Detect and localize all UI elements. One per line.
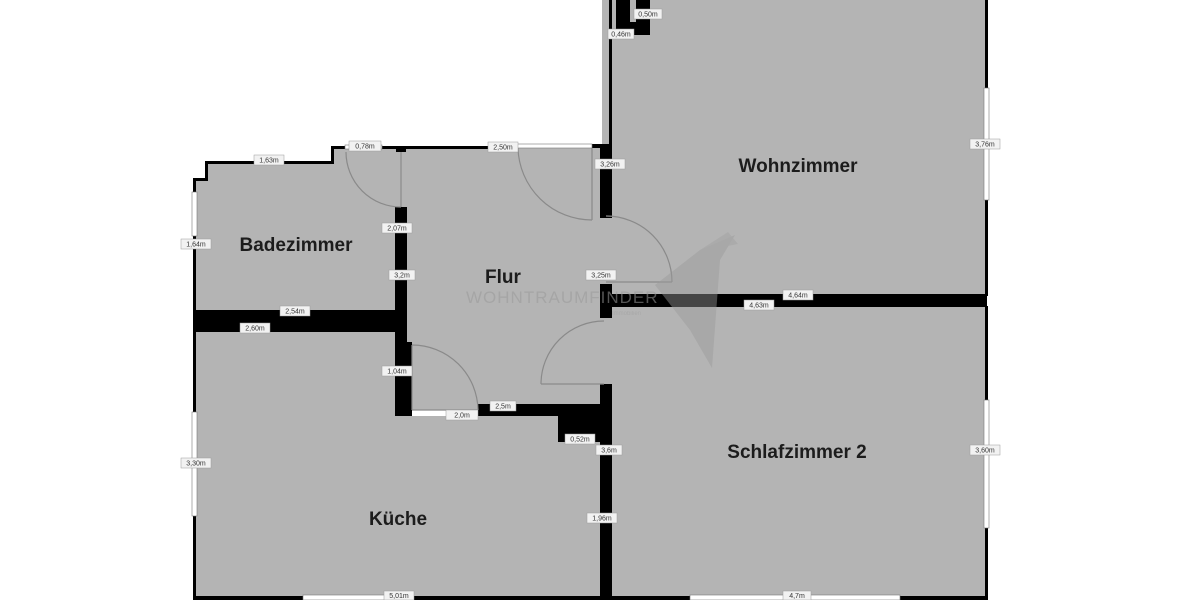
dim-label: 0,46m: [607, 28, 635, 40]
watermark-subtext: Immobilien: [612, 311, 641, 317]
dim-label: 4,63m: [743, 299, 775, 311]
svg-text:2,50m: 2,50m: [493, 145, 513, 152]
svg-text:2,0m: 2,0m: [454, 413, 470, 420]
wall-central-1: [600, 148, 612, 218]
wall-flur-top-3: [396, 146, 406, 152]
dim-label: 5,01m: [383, 590, 415, 600]
dimension-labels: 0,50m 0,46m 1,63m 0,78m 2,50m 3,26m 3,76…: [180, 8, 1001, 600]
wall-bad-top-5: [331, 146, 345, 149]
wall-central-3: [600, 384, 612, 600]
wall-flur-top-2: [590, 144, 612, 148]
dim-label: 4,7m: [782, 590, 812, 600]
svg-text:3,26m: 3,26m: [600, 162, 620, 169]
svg-text:0,52m: 0,52m: [570, 437, 590, 444]
dim-label: 2,5m: [489, 400, 517, 412]
wohnzimmer-floor: [602, 0, 986, 296]
dim-label: 3,76m: [969, 138, 1001, 150]
room-label-flur: Flur: [485, 267, 521, 288]
svg-text:2,54m: 2,54m: [285, 309, 305, 316]
dim-label: 2,07m: [381, 222, 413, 234]
window-bad-left: [191, 191, 198, 237]
door-flur-top-swing: [517, 147, 593, 221]
svg-text:2,60m: 2,60m: [245, 326, 265, 333]
flur-floor: [400, 148, 602, 410]
door-sz-swing: [540, 320, 605, 385]
wall-bad-top-4: [331, 146, 334, 164]
door-kueche-swing: [411, 344, 479, 411]
svg-text:0,78m: 0,78m: [355, 144, 375, 151]
wall-flur-kueche-v: [395, 342, 412, 416]
svg-text:4,63m: 4,63m: [749, 303, 769, 310]
dim-label: 3,2m: [388, 269, 416, 281]
dim-label: 2,54m: [279, 305, 311, 317]
dim-label: 0,52m: [564, 433, 596, 445]
svg-text:4,64m: 4,64m: [788, 293, 808, 300]
svg-text:2,07m: 2,07m: [387, 226, 407, 233]
wall-wz-notch-a: [616, 0, 630, 22]
badezimmer-floor: [195, 148, 400, 310]
dim-label: 4,64m: [782, 289, 814, 301]
kueche-floor: [195, 330, 600, 598]
wall-bad-top-2: [205, 161, 208, 181]
watermark: WOHNTRAUMFINDER Immobilien: [466, 232, 738, 368]
svg-text:1,04m: 1,04m: [387, 369, 407, 376]
svg-text:3,2m: 3,2m: [394, 273, 410, 280]
wall-bad-top-1: [193, 178, 207, 181]
svg-text:5,01m: 5,01m: [389, 593, 409, 600]
floor-areas: [195, 0, 986, 598]
doors: [345, 147, 673, 411]
wall-flur-top: [380, 146, 516, 149]
dim-label: 1,64m: [180, 238, 212, 250]
room-labels: Wohnzimmer Badezimmer Flur Küche Schlafz…: [240, 156, 867, 530]
svg-text:3,30m: 3,30m: [186, 461, 206, 468]
window-sz-right: [983, 399, 990, 529]
svg-text:3,6m: 3,6m: [601, 448, 617, 455]
dim-label: 1,04m: [381, 365, 413, 377]
room-label-schlafzimmer: Schlafzimmer 2: [727, 442, 866, 463]
flur-opening-2: [600, 318, 614, 384]
room-label-badezimmer: Badezimmer: [240, 235, 354, 256]
door-bad-swing: [345, 151, 402, 208]
svg-text:3,76m: 3,76m: [975, 142, 995, 149]
svg-text:3,60m: 3,60m: [975, 448, 995, 455]
wall-bottom: [193, 596, 988, 600]
dim-label: 3,6m: [595, 444, 623, 456]
room-label-wohnzimmer: Wohnzimmer: [739, 156, 859, 177]
dim-label: 1,96m: [586, 512, 618, 524]
dim-label: 0,50m: [633, 8, 663, 20]
svg-text:0,46m: 0,46m: [611, 32, 631, 39]
svg-text:2,5m: 2,5m: [495, 404, 511, 411]
svg-text:1,63m: 1,63m: [259, 158, 279, 165]
flur-opening: [600, 218, 614, 284]
dim-label: 3,26m: [594, 158, 626, 170]
wall-wz-left: [609, 0, 612, 148]
wall-central-2: [600, 284, 612, 318]
room-label-kueche: Küche: [369, 509, 427, 530]
svg-text:3,25m: 3,25m: [591, 273, 611, 280]
dim-label: 2,60m: [239, 322, 271, 334]
dim-label: 1,63m: [253, 154, 285, 166]
svg-text:4,7m: 4,7m: [789, 593, 805, 600]
wall-left-outer: [193, 180, 196, 600]
wall-wz-sz: [612, 294, 987, 307]
watermark-text: WOHNTRAUMFINDER: [466, 288, 659, 307]
svg-text:1,64m: 1,64m: [186, 242, 206, 249]
svg-text:1,96m: 1,96m: [592, 516, 612, 523]
origami-bird-icon: [655, 232, 738, 368]
svg-text:0,50m: 0,50m: [638, 12, 658, 19]
dim-label: 2,0m: [445, 409, 479, 421]
dim-label: 2,50m: [487, 141, 519, 153]
door-wz-swing: [605, 215, 673, 283]
schlafzimmer-floor: [612, 306, 986, 598]
dim-label: 3,60m: [969, 444, 1001, 456]
dim-label: 3,30m: [180, 457, 212, 469]
window-flur-top: [515, 143, 593, 149]
dim-label: 3,25m: [585, 269, 617, 281]
dim-label: 0,78m: [348, 140, 382, 152]
